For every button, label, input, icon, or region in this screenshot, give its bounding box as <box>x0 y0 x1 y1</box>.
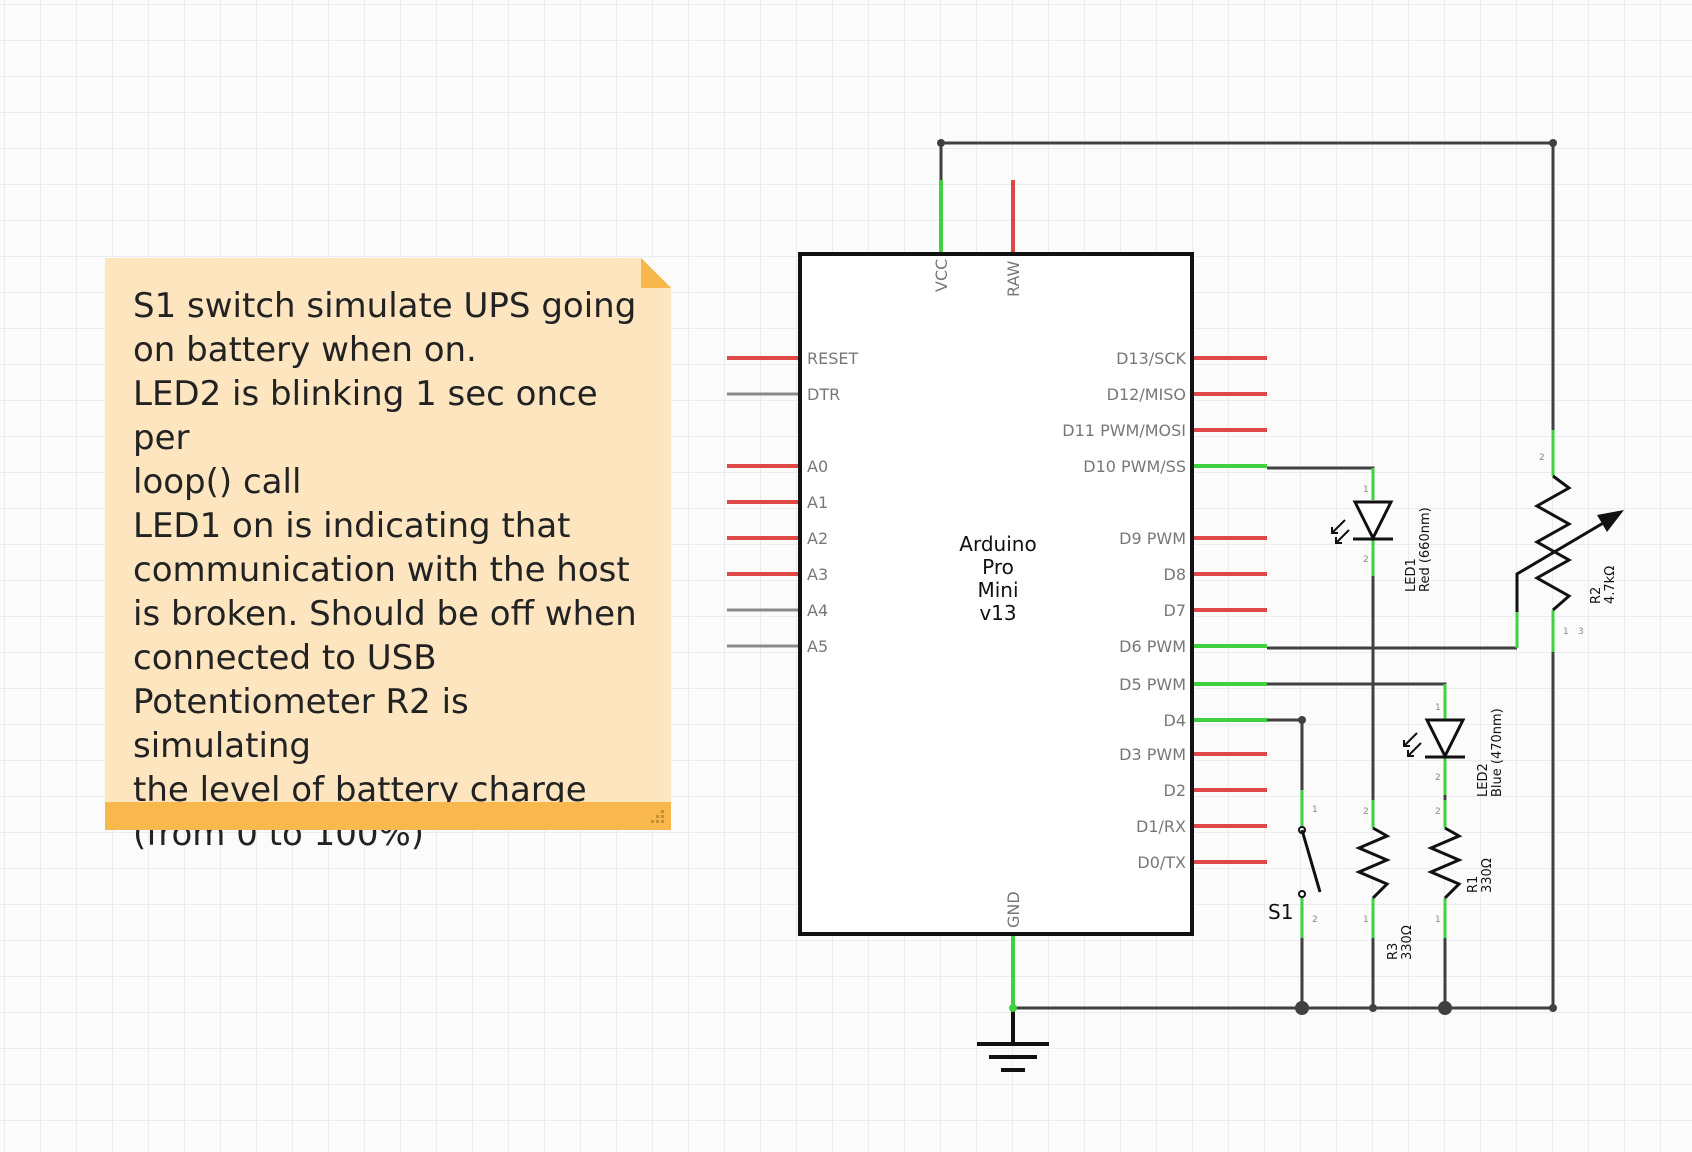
arduino-board[interactable] <box>798 252 1194 936</box>
r3[interactable]: 2 1 R3 330Ω <box>1355 800 1415 960</box>
s1-switch-lever-icon <box>1300 829 1322 893</box>
note-fold-corner <box>641 258 671 288</box>
led2-name: LED2 <box>1476 763 1491 797</box>
arduino-name-line: v13 <box>979 601 1016 625</box>
pin-label-d3-pwm: D3 PWM <box>1119 745 1186 764</box>
pin-label-d4: D4 <box>1164 711 1187 730</box>
led1-diode-icon <box>1352 500 1394 542</box>
junction <box>1369 1004 1377 1012</box>
led2[interactable]: 1 2 LED2 Blue (470nm) <box>1403 684 1505 797</box>
arduino-name-line: Mini <box>977 578 1018 602</box>
r3-name: R3 <box>1386 943 1401 960</box>
pin-label-a5: A5 <box>807 637 828 656</box>
pin-label-gnd: GND <box>1004 891 1023 928</box>
pin-label-d5-pwm: D5 PWM <box>1119 675 1186 694</box>
pin-label-reset: RESET <box>807 349 858 368</box>
r1-pin-number: 2 <box>1435 807 1441 817</box>
r2-name: R2 <box>1589 587 1604 604</box>
led1[interactable]: 1 2 LED1 Red (660nm) <box>1331 468 1433 592</box>
wire-vcc-to-r2 <box>939 141 1555 436</box>
wire-d4-s1 <box>1267 718 1304 790</box>
pin-label-raw: RAW <box>1004 260 1023 297</box>
pin-label-dtr: DTR <box>807 385 840 404</box>
led2-value: Blue (470nm) <box>1490 708 1505 797</box>
junction <box>1438 1001 1452 1015</box>
arduino-name-line: Pro <box>982 555 1014 579</box>
led2-pin-number: 1 <box>1435 703 1441 713</box>
r3-pin-number: 1 <box>1363 915 1369 925</box>
pin-label-a4: A4 <box>807 601 828 620</box>
pin-label-d10-pwm-ss: D10 PWM/SS <box>1083 457 1186 476</box>
junction <box>1295 1001 1309 1015</box>
junction <box>1009 1004 1017 1012</box>
pin-label-d7: D7 <box>1164 601 1187 620</box>
led1-pin-number: 2 <box>1363 555 1369 565</box>
s1-contact <box>1298 890 1306 898</box>
led1-value: Red (660nm) <box>1418 507 1433 592</box>
pin-label-d1-rx: D1/RX <box>1136 817 1186 836</box>
arduino-pins <box>727 180 1267 1008</box>
pin-label-d2: D2 <box>1164 781 1187 800</box>
led2-diode-icon <box>1424 718 1466 760</box>
junction <box>1549 1004 1557 1012</box>
r3-value: 330Ω <box>1400 925 1415 960</box>
pin-label-a0: A0 <box>807 457 828 476</box>
led1-name: LED1 <box>1404 558 1419 592</box>
pin-label-d6-pwm: D6 PWM <box>1119 637 1186 656</box>
r2-potentiometer-icon <box>1533 474 1573 612</box>
right-pin-labels: D13/SCK D12/MISO D11 PWM/MOSI D10 PWM/SS D9 … <box>1062 349 1186 872</box>
r1-name: R1 <box>1466 876 1481 893</box>
led1-light-arrows-icon <box>1331 519 1350 544</box>
r2-wiper <box>1515 520 1606 612</box>
r1-resistor-icon <box>1427 826 1463 900</box>
pin-label-d13-sck: D13/SCK <box>1116 349 1186 368</box>
junction <box>937 139 945 147</box>
pin-label-vcc: VCC <box>932 259 951 292</box>
junction <box>1549 139 1557 147</box>
sticky-note[interactable]: S1 switch simulate UPS going on battery … <box>105 258 671 854</box>
r3-pin-number: 2 <box>1363 807 1369 817</box>
r1[interactable]: 2 1 R1 330Ω <box>1427 800 1495 938</box>
pin-label-d8: D8 <box>1164 565 1187 584</box>
led2-light-arrows-icon <box>1403 732 1422 757</box>
note-footer <box>105 802 671 830</box>
ground-icon <box>977 1008 1049 1072</box>
r3-resistor-icon <box>1355 826 1391 900</box>
r1-pin-number: 1 <box>1435 915 1441 925</box>
r2-pin-number: 2 <box>1539 453 1545 463</box>
resize-grip-icon[interactable] <box>647 808 667 826</box>
arduino-name-line: Arduino <box>959 532 1036 556</box>
pin-label-a3: A3 <box>807 565 828 584</box>
led2-pin-number: 2 <box>1435 773 1441 783</box>
wire-d5-led2 <box>1267 682 1447 713</box>
pin-label-d9-pwm: D9 PWM <box>1119 529 1186 548</box>
wire-d10-led1 <box>1267 466 1375 495</box>
r2-value: 4.7kΩ <box>1603 566 1618 604</box>
s1[interactable]: 1 2 S1 <box>1268 790 1322 938</box>
pin-label-a2: A2 <box>807 529 828 548</box>
right-pin-lines <box>1192 356 1267 864</box>
junction <box>1298 716 1306 724</box>
s1-pin-number: 2 <box>1312 915 1318 925</box>
s1-name: S1 <box>1268 900 1293 924</box>
left-pin-lines <box>727 356 800 648</box>
pin-label-d0-tx: D0/TX <box>1137 853 1186 872</box>
pin-label-d12-miso: D12/MISO <box>1107 385 1186 404</box>
r2-wiper-arrow-icon <box>1597 510 1624 532</box>
junctions <box>937 139 1557 1015</box>
r1-value: 330Ω <box>1480 858 1495 893</box>
r2[interactable]: 2 1 3 R2 4.7kΩ <box>1515 430 1624 652</box>
s1-pin-number: 1 <box>1312 805 1318 815</box>
r2-pin-number: 3 <box>1578 627 1584 637</box>
arduino-name: Arduino Pro Mini v13 <box>959 532 1036 625</box>
led1-pin-number: 1 <box>1363 485 1369 495</box>
r2-pin-number: 1 <box>1563 627 1569 637</box>
pin-label-a1: A1 <box>807 493 828 512</box>
pin-label-d11-pwm-mosi: D11 PWM/MOSI <box>1062 421 1186 440</box>
